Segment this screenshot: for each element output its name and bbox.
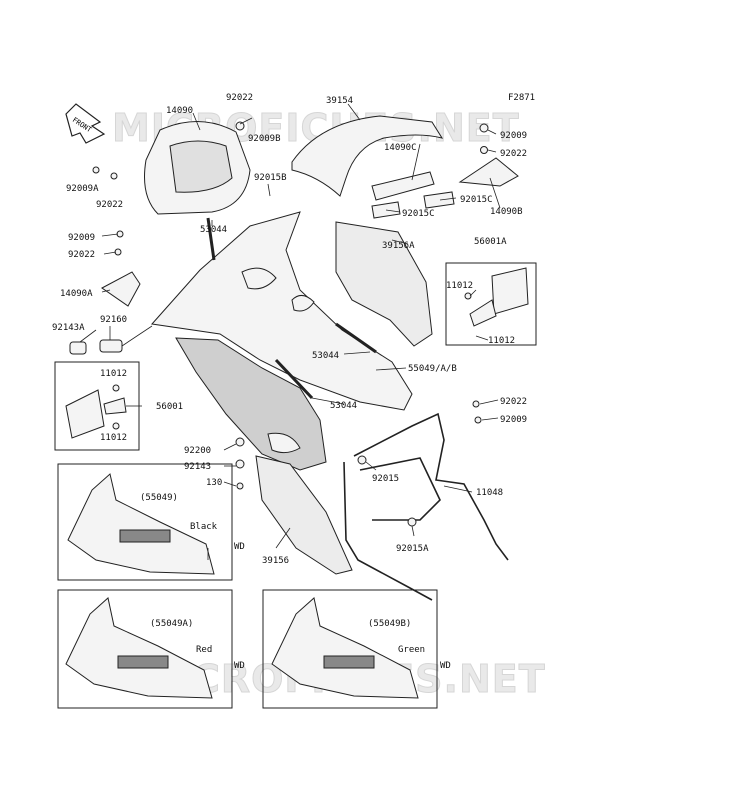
label-92015B: 92015B: [254, 173, 287, 183]
variant-color-2: Red: [196, 645, 212, 655]
label-53044-mid: 53044: [312, 351, 339, 361]
label-92009B: 92009B: [248, 134, 281, 144]
side-panel-39156: [255, 455, 353, 575]
frame-11048: [343, 412, 509, 601]
variant-wd-3: WD: [440, 661, 451, 671]
variant-box-55049A: [57, 589, 233, 709]
variant-wd-2: WD: [234, 661, 245, 671]
mirror-56001: [54, 361, 140, 451]
label-11012-a: 11012: [446, 281, 473, 291]
variant-box-55049B: [262, 589, 438, 709]
label-92015C-a: 92015C: [402, 209, 435, 219]
front-arrow-icon: FRONT: [65, 103, 106, 144]
meter-cover-14090: [144, 121, 251, 215]
label-11048: 11048: [476, 488, 503, 498]
bracket-14090A: [69, 271, 141, 355]
label-92015A: 92015A: [396, 544, 429, 554]
label-92009A: 92009A: [66, 184, 99, 194]
variant-code-1: (55049): [140, 493, 178, 503]
label-92015: 92015: [372, 474, 399, 484]
inner-panel-39156A: [335, 221, 433, 347]
label-56001: 56001: [156, 402, 183, 412]
label-130: 130: [206, 478, 222, 488]
variant-box-55049: [57, 463, 233, 581]
variant-wd-1: WD: [234, 542, 245, 552]
variant-color-1: Black: [190, 522, 218, 532]
upper-cowl-39154: [291, 115, 455, 219]
variant-labels: (55049) Black WD (55049A) Red WD (55049B…: [140, 493, 451, 671]
label-92022-left2: 92022: [68, 250, 95, 260]
leader-lines: [79, 103, 501, 549]
label-14090: 14090: [166, 106, 193, 116]
label-92160: 92160: [100, 315, 127, 325]
fairing-body: [151, 211, 413, 471]
figure-id: F2871: [508, 93, 535, 103]
label-11012-d: 11012: [100, 433, 127, 443]
label-92022-top: 92022: [500, 149, 527, 159]
label-14090A: 14090A: [60, 289, 93, 299]
label-53044-low: 53044: [330, 401, 357, 411]
variant-code-3: (55049B): [368, 619, 411, 629]
variant-code-2: (55049A): [150, 619, 193, 629]
label-14090C: 14090C: [384, 143, 417, 153]
label-39154: 39154: [326, 96, 353, 106]
label-11012-b: 11012: [488, 336, 515, 346]
label-92009-left: 92009: [68, 233, 95, 243]
label-92200: 92200: [184, 446, 211, 456]
fasteners: [92, 166, 482, 490]
label-92022: 92022: [226, 93, 253, 103]
label-92009-right: 92009: [500, 415, 527, 425]
label-92143A: 92143A: [52, 323, 85, 333]
label-39156A: 39156A: [382, 241, 415, 251]
label-92009-top: 92009: [500, 131, 527, 141]
label-55049AB: 55049/A/B: [408, 364, 457, 374]
label-14090B: 14090B: [490, 207, 523, 217]
label-92022-right: 92022: [500, 397, 527, 407]
label-92015C-b: 92015C: [460, 195, 493, 205]
label-92022-left: 92022: [96, 200, 123, 210]
variant-color-3: Green: [398, 645, 425, 655]
label-92143: 92143: [184, 462, 211, 472]
label-53044-top: 53044: [200, 225, 227, 235]
label-39156: 39156: [262, 556, 289, 566]
mirror-56001A: [445, 262, 537, 346]
part-labels: 14090 92022 92009B 39154 92009 92022 140…: [52, 93, 527, 566]
label-56001A: 56001A: [474, 237, 507, 247]
label-11012-c: 11012: [100, 369, 127, 379]
bracket-14090B: [458, 123, 519, 187]
